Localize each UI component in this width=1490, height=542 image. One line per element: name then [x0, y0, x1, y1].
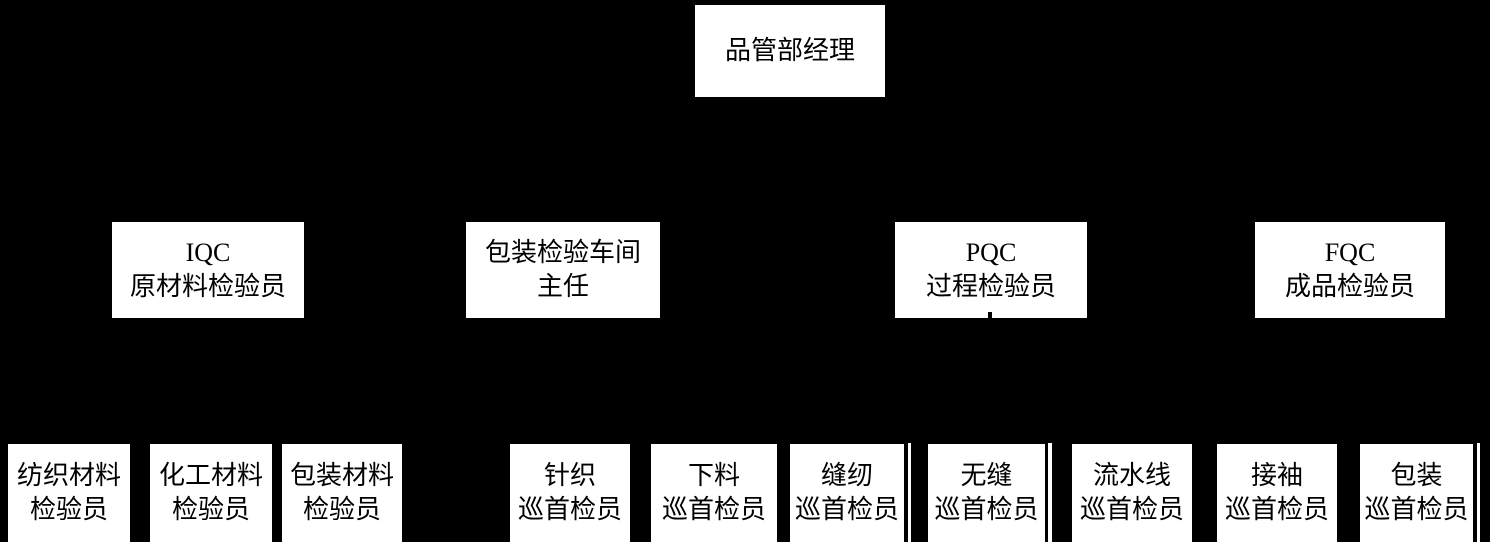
org-box-label-line2: 检验员	[29, 495, 108, 524]
org-box-packing-patrol-inspector: 包装 巡首检员	[1360, 444, 1473, 542]
org-box-label-line2: 巡首检员	[1079, 495, 1184, 524]
org-box-label-line1: 包装检验车间	[484, 238, 641, 267]
org-box-fqc-finished-product-inspector: FQC 成品检验员	[1255, 222, 1445, 318]
separator-line	[908, 443, 911, 542]
org-box-label-line2: 主任	[536, 272, 589, 301]
org-box-label-line1: 包装材料	[289, 461, 394, 490]
org-box-label: 品管部经理	[724, 36, 855, 65]
org-box-seamless-patrol-inspector: 无缝 巡首检员	[928, 444, 1045, 542]
org-box-label-line1: 针织	[543, 461, 596, 490]
org-box-cutting-patrol-inspector: 下料 巡首检员	[651, 444, 777, 542]
org-box-label-line2: 巡首检员	[517, 495, 622, 524]
org-box-label-line1: 无缝	[960, 461, 1013, 490]
org-box-assembly-line-patrol-inspector: 流水线 巡首检员	[1072, 444, 1192, 542]
org-box-knitting-patrol-inspector: 针织 巡首检员	[510, 444, 630, 542]
org-box-label-line2: 检验员	[171, 495, 250, 524]
org-box-label-line1: 包装	[1390, 461, 1443, 490]
org-box-label-line1: IQC	[185, 238, 231, 267]
org-box-iqc-raw-material-inspector: IQC 原材料检验员	[112, 222, 304, 318]
org-box-label-line2: 巡首检员	[1364, 495, 1469, 524]
org-box-pqc-process-inspector: PQC 过程检验员	[895, 222, 1087, 318]
org-box-label-line1: 纺织材料	[16, 461, 121, 490]
org-box-label-line2: 原材料检验员	[129, 272, 286, 301]
org-box-label-line2: 巡首检员	[1224, 495, 1329, 524]
org-box-sleeve-joining-patrol-inspector: 接袖 巡首检员	[1217, 444, 1337, 542]
org-box-chemical-material-inspector: 化工材料 检验员	[150, 444, 272, 542]
org-box-label-line2: 巡首检员	[794, 495, 899, 524]
org-box-label-line1: PQC	[965, 238, 1017, 267]
org-box-quality-dept-manager: 品管部经理	[695, 5, 885, 97]
org-box-packing-inspection-workshop-director: 包装检验车间 主任	[466, 222, 660, 318]
org-box-label-line1: 下料	[687, 461, 740, 490]
org-box-label-line1: 接袖	[1250, 461, 1303, 490]
org-box-label-line2: 巡首检员	[934, 495, 1039, 524]
connector-stub	[988, 312, 992, 318]
org-box-label-line1: 缝纫	[820, 461, 873, 490]
org-box-label-line2: 检验员	[302, 495, 381, 524]
org-box-label-line2: 巡首检员	[661, 495, 766, 524]
org-box-sewing-patrol-inspector: 缝纫 巡首检员	[790, 444, 904, 542]
org-box-textile-material-inspector: 纺织材料 检验员	[8, 444, 130, 542]
org-box-label-line1: FQC	[1324, 238, 1376, 267]
separator-line	[1048, 443, 1052, 542]
org-box-label-line1: 化工材料	[158, 461, 263, 490]
org-box-label-line2: 成品检验员	[1284, 272, 1415, 301]
org-box-packing-material-inspector: 包装材料 检验员	[282, 444, 402, 542]
separator-line	[1477, 443, 1480, 542]
org-box-label-line2: 过程检验员	[925, 272, 1056, 301]
org-box-label-line1: 流水线	[1092, 461, 1171, 490]
